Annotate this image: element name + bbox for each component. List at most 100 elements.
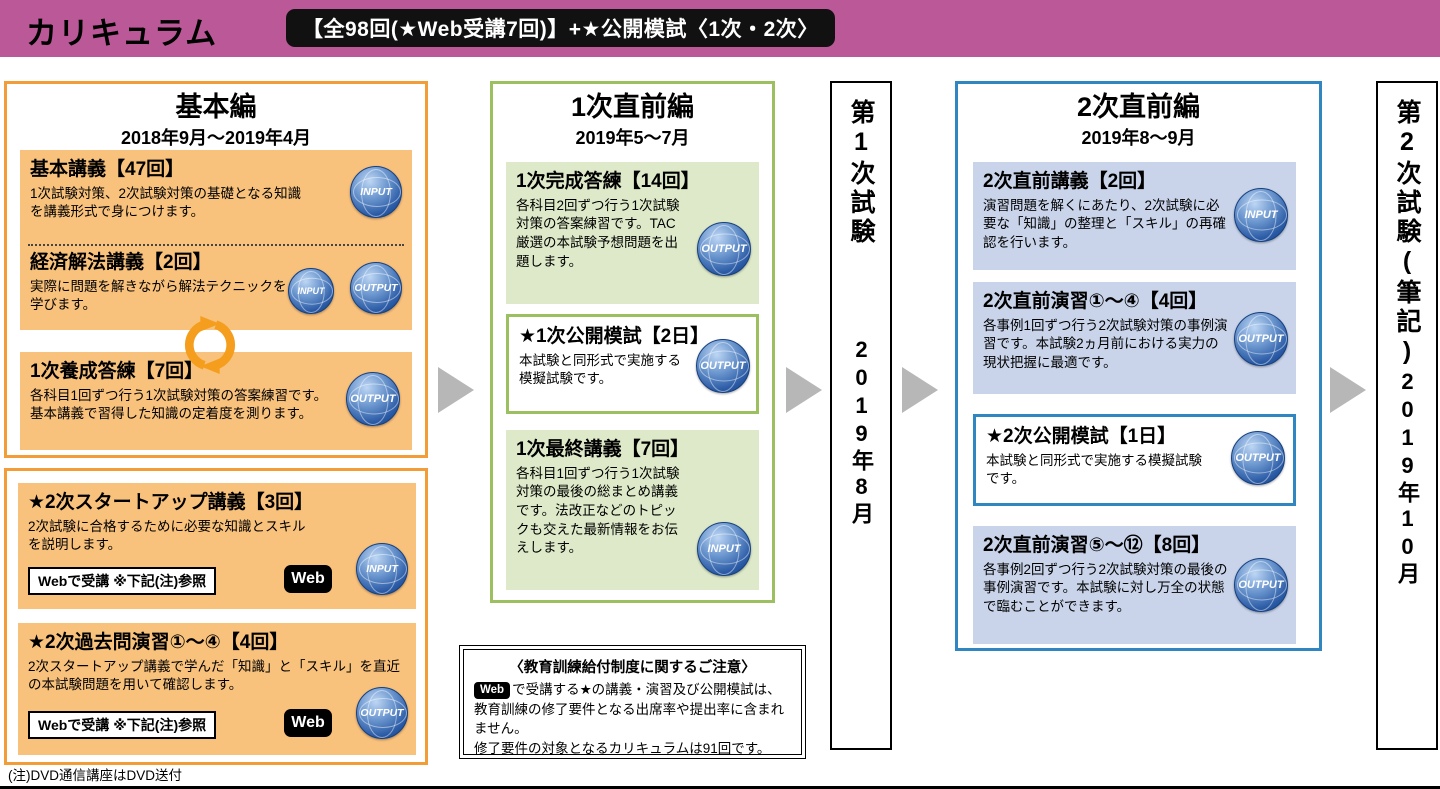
exam1-date: 2019年8月 (849, 337, 874, 527)
output-icon: OUTPUT (350, 262, 402, 314)
card-kansei-touren: 1次完成答練【14回】 各科目2回ずつ行う1次試験対策の答案練習です。TAC厳選… (506, 162, 759, 304)
course-count-badge: 【全98回(★Web受講7回)】+★公開模試〈1次・2次〉 (286, 9, 835, 47)
card-2ji-chokuzen-kougi: 2次直前講義【2回】 演習問題を解くにあたり、2次試験に必要な「知識」の整理と「… (973, 162, 1296, 270)
web-note: Webで受講 ※下記(注)参照 (28, 567, 217, 595)
card-desc: 演習問題を解くにあたり、2次試験に必要な「知識」の整理と「スキル」の再確認を行い… (983, 197, 1226, 251)
input-icon-label: INPUT (1244, 209, 1278, 221)
startup-section: ★2次スタートアップ講義【3回】 2次試験に合格するために必要な知識とスキルを説… (4, 468, 428, 765)
web-badge-label: Web (291, 570, 325, 587)
sub-card-keizai: 経済解法講義【2回】 実際に問題を解きながら解法テクニックを学びます。 (30, 252, 288, 315)
input-icon: INPUT (697, 522, 751, 576)
output-icon-label: OUTPUT (1235, 452, 1281, 464)
card-desc: 本試験と同形式で実施する模擬試験です。 (986, 452, 1202, 487)
basic-section-period: 2018年9月～2019年4月 (120, 128, 312, 149)
web-badge-label: Web (291, 714, 325, 731)
card-title: 1次最終講義【7回】 (516, 439, 690, 460)
card-title: ★2次スタートアップ講義【3回】 (28, 492, 314, 513)
flow-arrow-icon (902, 367, 938, 413)
card-desc: 各事例2回ずつ行う2次試験対策の最後の事例演習です。本試験に対し万全の状態で臨む… (983, 561, 1228, 615)
card-kihon-kougi: 基本講義【47回】 1次試験対策、2次試験対策の基礎となる知識を講義形式で身につ… (20, 150, 412, 330)
input-icon: INPUT (1234, 188, 1288, 242)
pre2-section-period: 2019年8～9月 (1081, 128, 1196, 149)
input-icon-label: INPUT (366, 563, 398, 575)
basic-section-title: 基本編 (175, 92, 257, 122)
output-icon: OUTPUT (346, 372, 400, 426)
exam1-box: 第1次試験 2019年8月 (830, 81, 892, 750)
card-1ji-koukai-moshi: ★1次公開模試【2日】 本試験と同形式で実施する模擬試験です。 OUTPUT (506, 314, 759, 414)
output-icon-label: OUTPUT (354, 282, 398, 294)
card-title: ★2次過去問演習①～④【4回】 (28, 632, 289, 653)
output-icon-label: OUTPUT (1238, 579, 1284, 591)
pre1-section-period: 2019年5～7月 (575, 128, 690, 149)
card-title: ★2次公開模試【1日】 (986, 426, 1177, 447)
output-icon-label: OUTPUT (1238, 333, 1284, 345)
card-desc: 2次試験に合格するために必要な知識とスキルを説明します。 (28, 518, 306, 553)
output-icon: OUTPUT (697, 222, 751, 276)
divider (28, 244, 404, 246)
flow-arrow-icon (1330, 367, 1366, 413)
card-saishuu-kougi: 1次最終講義【7回】 各科目1回ずつ行う1次試験対策の最後の総まとめ講義です。法… (506, 430, 759, 590)
card-desc: 実際に問題を解きながら解法テクニックを学びます。 (30, 278, 287, 313)
web-badge: Web (284, 565, 332, 593)
output-icon-label: OUTPUT (700, 360, 746, 372)
notice-text-2: 修了要件の対象となるカリキュラムは91回です。 (474, 740, 771, 756)
card-desc: 各事例1回ずつ行う2次試験対策の事例演習です。本試験2ヵ月前における実力の現状把… (983, 317, 1228, 371)
pre1-section-title: 1次直前編 (570, 92, 695, 122)
page-title: カリキュラム (26, 16, 218, 51)
input-icon-label: INPUT (707, 543, 741, 555)
output-icon-label: OUTPUT (360, 707, 404, 719)
input-icon-label: INPUT (297, 286, 325, 296)
header-bar: カリキュラム 【全98回(★Web受講7回)】+★公開模試〈1次・2次〉 (0, 0, 1440, 57)
card-title: 2次直前講義【2回】 (983, 171, 1157, 192)
card-2ji-chokuzen-enshu-5-12: 2次直前演習⑤～⑫【8回】 各事例2回ずつ行う2次試験対策の最後の事例演習です。… (973, 526, 1296, 644)
dvd-footnote: (注)DVD通信講座はDVD送付 (8, 768, 182, 783)
sub-card-kihon: 基本講義【47回】 1次試験対策、2次試験対策の基礎となる知識を講義形式で身につ… (30, 159, 402, 222)
card-kakomon-enshu: ★2次過去問演習①～④【4回】 2次スタートアップ講義で学んだ「知識」と「スキル… (18, 623, 416, 755)
card-title: ★1次公開模試【2日】 (519, 326, 710, 347)
card-desc: 各科目1回ずつ行う1次試験対策の最後の総まとめ講義です。法改正などのトピックも交… (516, 465, 680, 556)
card-2ji-koukai-moshi: ★2次公開模試【1日】 本試験と同形式で実施する模擬試験です。 OUTPUT (973, 414, 1296, 506)
web-badge: Web (284, 709, 332, 737)
card-title: 基本講義【47回】 (30, 159, 185, 180)
flow-arrow-icon (786, 367, 822, 413)
output-icon-label: OUTPUT (350, 393, 396, 405)
input-icon-label: INPUT (360, 186, 392, 198)
exam1-name: 第1次試験 (847, 99, 875, 247)
bottom-rule (0, 786, 1440, 789)
card-title: 1次完成答練【14回】 (516, 171, 700, 192)
notice-title: 〈教育訓練給付制度に関するご注意〉 (509, 660, 756, 676)
card-desc: 各科目1回ずつ行う1次試験対策の答案練習です。基本講義で習得した知識の定着度を測… (30, 387, 328, 422)
input-icon: INPUT (350, 166, 402, 218)
card-title: 2次直前演習①～④【4回】 (983, 291, 1208, 312)
output-icon: OUTPUT (356, 687, 408, 739)
card-title: 2次直前演習⑤～⑫【8回】 (983, 535, 1211, 556)
exam2-date: 2019年10月 (1395, 369, 1420, 587)
pre2-section: 2次直前編 2019年8～9月 2次直前講義【2回】 演習問題を解くにあたり、2… (955, 81, 1322, 651)
card-desc: 1次試験対策、2次試験対策の基礎となる知識を講義形式で身につけます。 (30, 185, 302, 220)
input-icon: INPUT (356, 543, 408, 595)
output-icon: OUTPUT (1234, 312, 1288, 366)
card-startup-kougi: ★2次スタートアップ講義【3回】 2次試験に合格するために必要な知識とスキルを説… (18, 483, 416, 609)
card-desc: 本試験と同形式で実施する模擬試験です。 (519, 352, 681, 387)
notice-text-1: で受講する★の講義・演習及び公開模試は、教育訓練の修了要件となる出席率や提出率に… (474, 682, 785, 737)
basic-section: 基本編 2018年9月～2019年4月 基本講義【47回】 1次試験対策、2次試… (4, 81, 428, 458)
exam2-name: 第2次試験(筆記) (1393, 99, 1421, 369)
pre1-section: 1次直前編 2019年5～7月 1次完成答練【14回】 各科目2回ずつ行う1次試… (490, 81, 775, 603)
card-title: 経済解法講義【2回】 (30, 252, 212, 273)
web-note: Webで受講 ※下記(注)参照 (28, 711, 217, 739)
pre2-section-title: 2次直前編 (1076, 92, 1201, 122)
card-desc: 2次スタートアップ講義で学んだ「知識」と「スキル」を直近の本試験問題を用いて確認… (28, 658, 401, 693)
output-icon: OUTPUT (1231, 431, 1285, 485)
card-title: 1次養成答練【7回】 (30, 361, 204, 382)
card-desc: 各科目2回ずつ行う1次試験対策の答案練習です。TAC厳選の本試験予想問題を出題し… (516, 197, 680, 269)
output-icon: OUTPUT (696, 339, 750, 393)
input-icon: INPUT (288, 268, 334, 314)
card-2ji-chokuzen-enshu-1-4: 2次直前演習①～④【4回】 各事例1回ずつ行う2次試験対策の事例演習です。本試験… (973, 282, 1296, 394)
flow-arrow-icon (438, 367, 474, 413)
output-icon: OUTPUT (1234, 558, 1288, 612)
web-badge: Web (474, 682, 511, 699)
